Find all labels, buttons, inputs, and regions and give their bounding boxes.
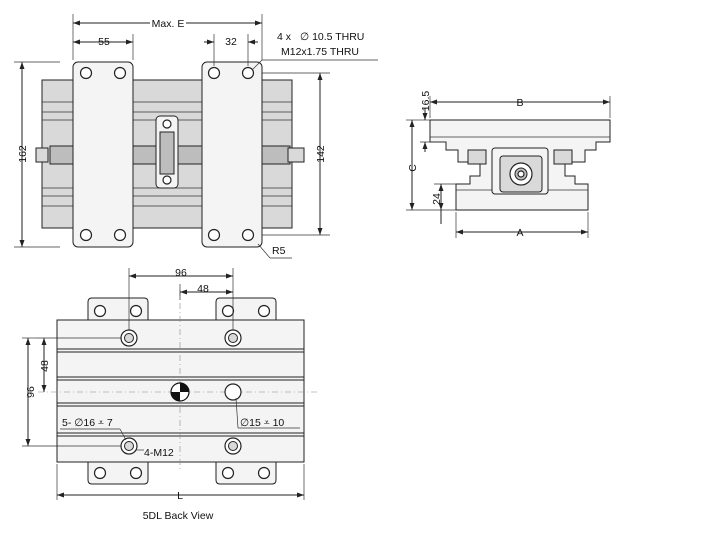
dim-55-label: 55	[98, 36, 110, 48]
dim-96-top-label: 96	[175, 267, 187, 279]
center-mark-icon	[170, 382, 190, 402]
holes-count-note: 4 x	[277, 31, 292, 43]
dim-96-side-label: 96	[25, 386, 37, 398]
tab-bottom-left	[87, 462, 149, 485]
back-view-caption: 5DL Back View	[143, 510, 214, 522]
holes-diameter-note: ∅ 10.5 THRU	[300, 31, 364, 43]
radius-label: R5	[272, 245, 286, 257]
dim-48-top-label: 48	[197, 283, 209, 295]
dim-24-label: 24	[431, 193, 443, 205]
hole-note-left: 5- ∅16 ⩡ 7	[62, 417, 113, 429]
dim-48-side-label: 48	[39, 360, 51, 372]
top-view: Max. E 55 32 4 x ∅ 10.5 THRU M12x1.75 TH…	[14, 14, 378, 259]
dim-16-5-label: 16.5	[420, 91, 432, 112]
tab-bottom-right	[215, 462, 277, 485]
hole-note-right: ∅15 ⩡ 10	[240, 417, 284, 429]
thread-note: 4-M12	[144, 447, 174, 459]
dim-c-label: C	[407, 164, 419, 172]
dim-142-label: 142	[315, 145, 327, 163]
back-view: 96 48 48 96 5- ∅16 ⩡ 7 4-M12 ∅15 ⩡ 10	[22, 267, 320, 522]
holes-thread-note: M12x1.75 THRU	[281, 46, 359, 58]
side-view: B 16.5 C 24 A	[406, 91, 611, 239]
dim-a-label: A	[516, 227, 523, 239]
dim-b-label: B	[516, 97, 523, 109]
dim-162-label: 162	[17, 145, 29, 163]
max-e-label: Max. E	[152, 18, 185, 30]
right-jaw-plate	[201, 61, 263, 248]
dim-l-label: L	[177, 490, 183, 502]
left-jaw-plate	[72, 61, 134, 248]
dim-32-label: 32	[225, 36, 237, 48]
hole-center-right	[224, 383, 242, 401]
